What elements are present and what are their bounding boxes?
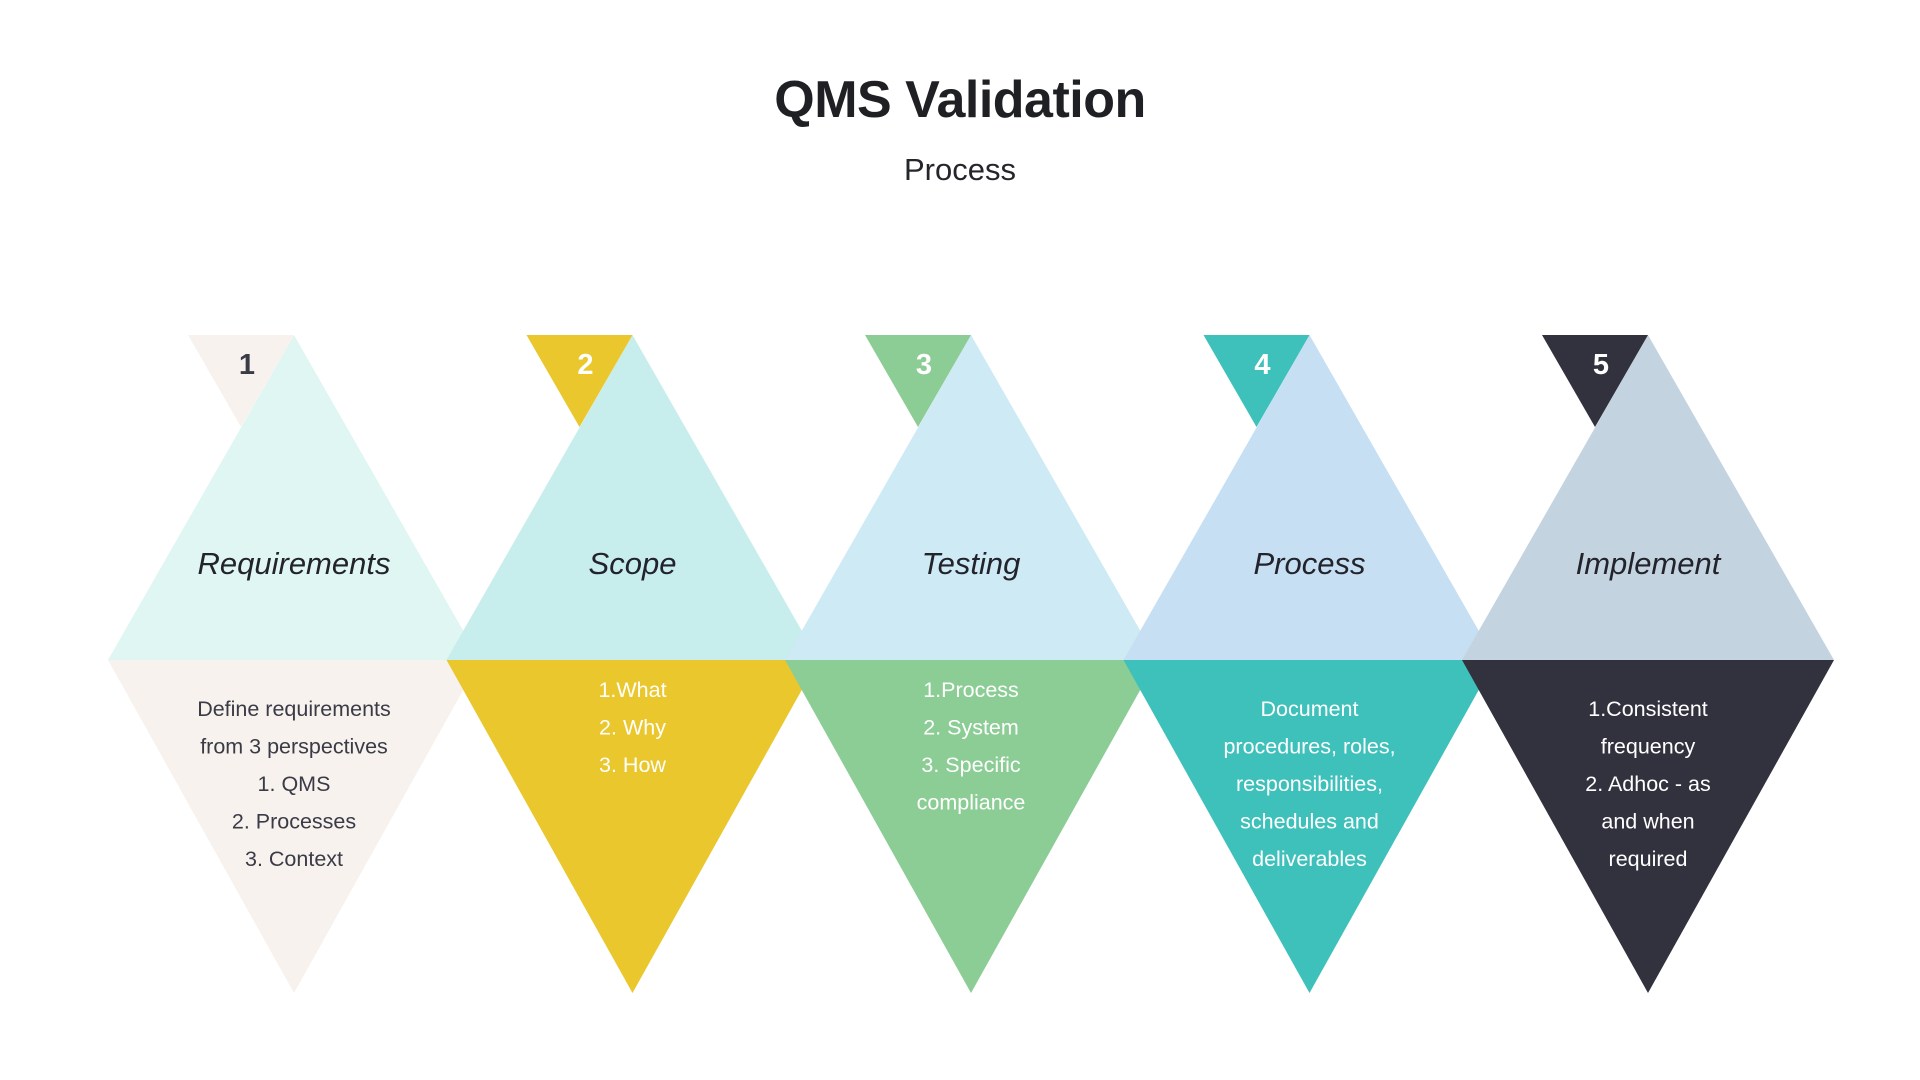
slide-header: QMS Validation Process [0,0,1920,187]
badge-triangle-shape [865,335,971,427]
step-label-5: Implement [1576,546,1722,581]
badge-number-text: 4 [1254,349,1270,381]
step-body-line: deliverables [1252,847,1367,871]
step-body-line: and when [1601,810,1694,834]
bottom-triangle-shape [108,660,480,993]
step-bottom-triangle-1[interactable] [108,660,480,993]
step-top-triangle-5[interactable] [1462,335,1834,660]
badge-triangle-shape [1203,335,1310,427]
bottom-triangle-shape [785,660,1157,993]
step-body-line: 2. System [923,716,1019,740]
step-body-line: 1.Consistent [1588,697,1708,721]
step-body-line: 1.What [598,678,666,702]
step-number-badge-4[interactable]: 4 [1203,335,1310,427]
top-triangle-shape [446,335,819,660]
step-label-3: Testing [922,546,1021,581]
step-body-1: Define requirements from 3 perspectives 1.… [197,697,391,871]
step-body-line: compliance [917,791,1026,815]
badge-triangle-shape [188,335,294,427]
step-body-line: schedules and [1240,810,1379,834]
step-body-line: from 3 perspectives [200,735,388,759]
step-bottom-triangle-5[interactable] [1462,660,1834,993]
step-body-line: 1.Process [923,678,1019,702]
step-label-2: Scope [589,546,677,581]
step-body-line: 3. How [599,753,666,777]
step-bottom-triangle-3[interactable] [785,660,1157,993]
top-triangle-shape [108,335,480,660]
step-number-badge-5[interactable]: 5 [1542,335,1648,427]
step-body-line: procedures, roles, [1223,735,1395,759]
badge-triangle-shape [526,335,633,427]
bottom-triangle-shape [1462,660,1834,993]
step-label-1: Requirements [198,546,391,581]
badge-triangle-shape [1542,335,1648,427]
step-number-badge-1[interactable]: 1 [188,335,294,427]
step-body-5: 1.Consistent frequency 2. Adhoc - as and wh… [1585,697,1711,871]
step-body-line: 1. QMS [258,772,331,796]
top-triangle-shape [1123,335,1496,660]
badge-number-text: 5 [1593,349,1609,381]
step-body-line: required [1609,847,1688,871]
step-body-line: Define requirements [197,697,391,721]
step-number-badge-3[interactable]: 3 [865,335,971,427]
bottom-triangle-shape [1123,660,1496,993]
step-body-line: 3. Context [245,847,343,871]
step-body-line: frequency [1601,735,1696,759]
step-body-line: 2. Processes [232,810,356,834]
step-bottom-triangle-4[interactable] [1123,660,1496,993]
step-bottom-triangle-2[interactable] [446,660,819,993]
step-number-badge-2[interactable]: 2 [526,335,633,427]
bottom-triangle-shape [446,660,819,993]
top-triangle-shape [785,335,1157,660]
top-triangle-shape [1462,335,1834,660]
step-body-4: Document procedures, roles, responsibiliti… [1223,697,1395,871]
step-body-2: 1.What 2. Why 3. How [598,678,666,777]
step-body-line: Document [1261,697,1359,721]
step-body-line: 2. Adhoc - as [1585,772,1711,796]
step-top-triangle-2[interactable] [446,335,819,660]
step-body-line: responsibilities, [1236,772,1383,796]
badge-number-text: 1 [239,349,255,381]
step-label-4: Process [1254,546,1366,581]
page-subtitle: Process [904,152,1016,188]
step-body-3: 1.Process 2. System 3. Specific compliance [917,678,1026,815]
step-top-triangle-3[interactable] [785,335,1157,660]
badge-number-text: 3 [916,349,932,381]
page-title: QMS Validation [774,71,1146,129]
step-body-line: 3. Specific [921,753,1020,777]
step-body-line: 2. Why [599,716,666,740]
step-top-triangle-1[interactable] [108,335,480,660]
step-top-triangle-4[interactable] [1123,335,1496,660]
badge-number-text: 2 [577,349,593,381]
